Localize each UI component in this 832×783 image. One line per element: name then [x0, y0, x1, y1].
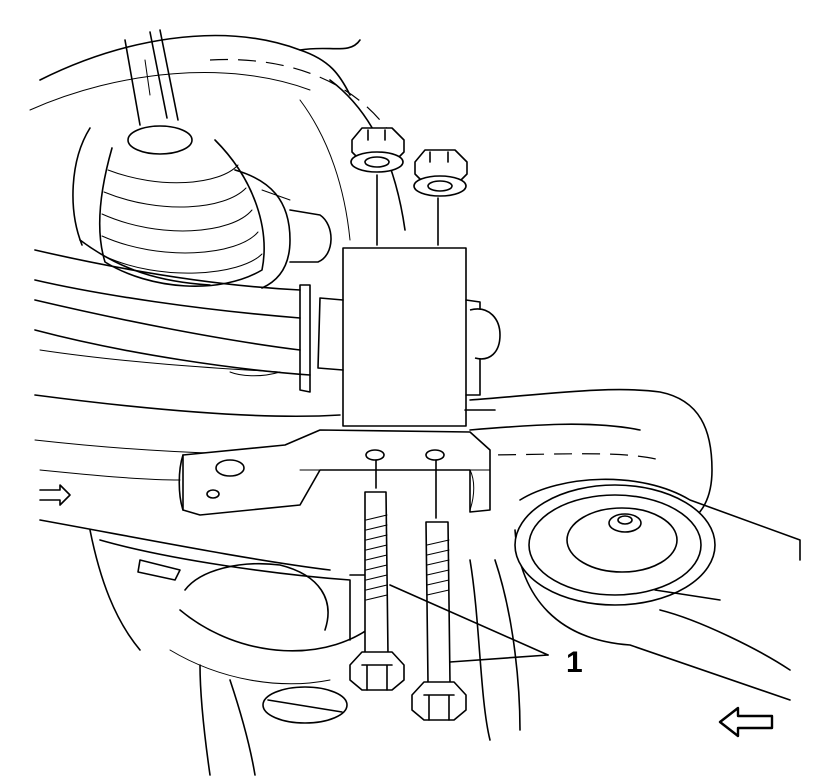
upper-nut-right	[413, 149, 468, 197]
engine-mount	[317, 247, 501, 427]
callout-number: 1	[566, 646, 583, 679]
subframe	[39, 469, 521, 776]
callout-1: 1	[389, 584, 583, 679]
bolt-right	[411, 521, 467, 721]
upper-nuts	[350, 127, 468, 246]
bolt-left	[349, 491, 405, 691]
strut-mount-assembly	[469, 388, 801, 701]
upper-nut-left	[350, 127, 405, 173]
lower-control-arm	[34, 249, 351, 455]
body-panel	[29, 34, 406, 241]
mount-bracket	[178, 429, 491, 516]
tie-rod-boot	[72, 29, 332, 289]
front-direction-arrow-icon	[718, 706, 774, 738]
lower-bolts	[349, 459, 467, 721]
